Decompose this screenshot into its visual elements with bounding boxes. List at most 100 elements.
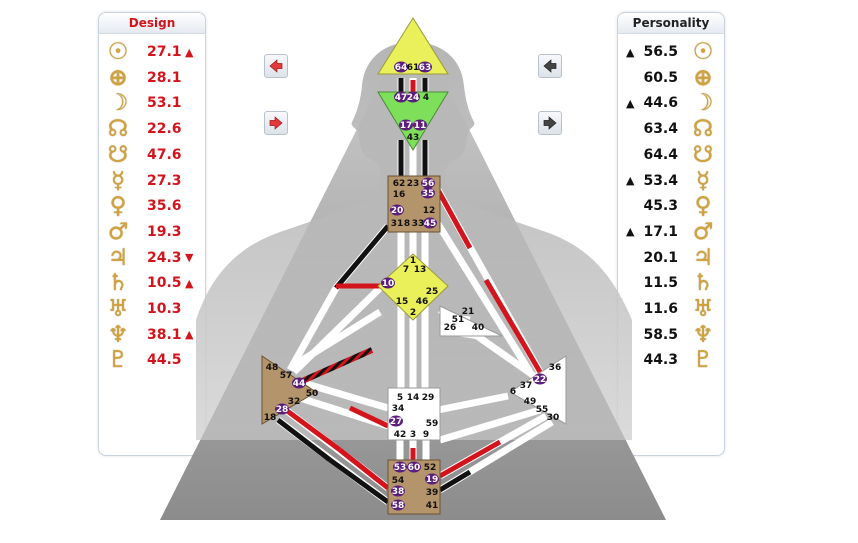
personality-row-earth: 60.5⊕ [626,65,716,91]
arrow-up-icon: ▲ [626,174,635,187]
design-value: 22.6 [147,121,182,138]
active-gate-marker [421,177,435,189]
gate-47: 47 [395,93,408,103]
personality-row-uranus: 11.6♅ [626,296,716,322]
venus-icon: ♀ [109,193,127,220]
mercury-icon: ☿ [695,167,711,194]
gate-1: 1 [410,256,416,266]
active-gate-marker [381,277,395,289]
gate-23: 23 [407,179,420,189]
uranus-icon: ♅ [692,296,714,322]
design-row-mars: ♂19.3 [105,219,185,245]
gate-31: 31 [391,219,404,229]
design-row-uranus: ♅10.3 [105,296,185,322]
gate-37: 37 [520,381,533,391]
active-gate-marker [391,485,405,497]
personality-prev-button[interactable] [538,54,562,78]
active-gate-marker [389,415,403,427]
pluto-icon: ♇ [692,347,714,374]
gate-11: 11 [414,121,427,131]
design-next-button[interactable] [264,111,288,135]
active-gate-marker [399,119,413,131]
active-gate-marker [394,91,408,103]
personality-row-venus: 45.3 ♀ [626,193,716,219]
gate-45: 45 [424,219,437,229]
moon-icon: ☽ [692,90,714,117]
active-gate-marker [292,377,306,389]
gate-28: 28 [276,405,289,415]
personality-value: 44.3 [643,352,678,369]
active-gate-marker [423,217,437,229]
gate-43: 43 [407,133,420,143]
personality-row-neptune: 58.5♆ [626,322,716,348]
sun-icon: ☉ [107,39,129,65]
design-row-earth: ⊕28.1 [105,65,185,91]
arrow-left-icon [543,59,557,73]
north-node-icon: ☊ [107,116,129,143]
gate-50: 50 [306,389,319,399]
personality-row-mars: ▲17.1♂ [626,219,716,245]
saturn-icon: ♄ [692,270,714,297]
personality-value: 63.4 [643,121,678,138]
gate-57: 57 [280,371,293,381]
venus-icon: ♀ [694,193,712,220]
earth-icon: ⊕ [693,64,713,91]
gate-8: 8 [404,219,410,229]
design-row-neptune: ♆38.1▲ [105,322,194,348]
spleen-center [261,355,317,425]
sacral-center [387,387,441,441]
body-triangle-background [160,18,666,520]
design-value: 44.5 [147,352,182,369]
gate-59: 59 [426,419,439,429]
design-value: 47.6 [147,146,182,163]
gate-55: 55 [536,405,549,415]
gate-60: 60 [408,463,421,473]
south-node-icon: ☋ [107,141,129,168]
design-row-sun: ☉27.1▲ [105,39,194,65]
gate-10: 10 [382,279,395,289]
gate-33: 33 [412,219,425,229]
personality-row-mercury: ▲53.4☿ [626,168,716,194]
personality-row-pluto: 44.3 ♇ [626,347,716,373]
personality-value: 20.1 [643,249,678,266]
gate-58: 58 [392,501,405,511]
north-node-icon: ☊ [692,116,714,143]
gate-46: 46 [416,297,429,307]
personality-value: 17.1 [643,223,678,240]
gate-48: 48 [266,363,279,373]
gate-29: 29 [422,393,435,403]
personality-next-button[interactable] [538,111,562,135]
active-gate-marker [406,91,420,103]
saturn-icon: ♄ [107,270,129,297]
personality-row-sun: ▲56.5☉ [626,39,716,65]
mercury-icon: ☿ [110,167,126,194]
gate-9: 9 [423,430,429,440]
throat-center [387,175,441,233]
gate-38: 38 [392,487,405,497]
design-value: 27.1 [147,44,182,60]
personality-value: 11.5 [643,275,678,292]
silhouette [196,42,632,440]
gate-39: 39 [426,488,439,498]
gate-20: 20 [391,206,404,216]
personality-row-south-node: 64.4☋ [626,142,716,168]
gate-5: 5 [397,393,403,403]
gate-44: 44 [293,379,306,389]
jupiter-icon: ♃ [692,244,714,271]
gate-15: 15 [396,297,409,307]
design-value: 27.3 [147,172,182,189]
gate-14: 14 [407,393,420,403]
pluto-icon: ♇ [107,347,129,374]
design-row-north-node: ☊ 22.6 [105,116,185,142]
design-panel: Design ☉27.1▲⊕28.1☽53.1☊22.6☋47.6☿27.3♀3… [98,12,206,456]
design-row-venus: ♀35.6 [105,193,185,219]
moon-icon: ☽ [107,90,129,117]
mars-icon: ♂ [107,218,129,245]
gate-26: 26 [444,323,457,333]
personality-value: 56.5 [643,44,678,60]
design-row-mercury: ☿ 27.3 [105,168,185,194]
design-row-south-node: ☋ 47.6 [105,142,185,168]
arrow-right-icon [543,116,557,130]
personality-value: 45.3 [643,198,678,215]
design-prev-button[interactable] [264,54,288,78]
